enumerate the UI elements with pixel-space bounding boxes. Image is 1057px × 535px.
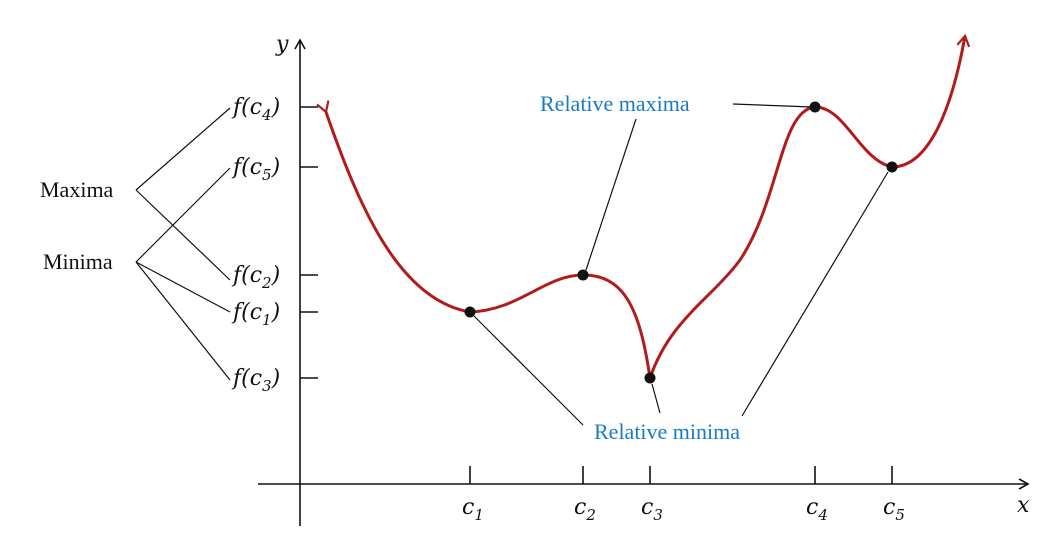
relative-minima-label: Relative minima — [594, 419, 740, 444]
y-tick-label-f-c2: f(c2) — [231, 263, 280, 292]
x-tick-label-c4: c4 — [806, 495, 828, 524]
minima-leader-f-c3 — [135, 261, 231, 381]
maxima-leader-f-c2 — [135, 189, 231, 281]
x-tick-label-c3: c3 — [641, 495, 663, 524]
function-curve — [316, 33, 971, 379]
relative-minima-leader-c5 — [741, 171, 889, 417]
relative-maxima-leader-c4 — [732, 103, 813, 108]
point-c4 — [809, 101, 821, 113]
point-c1 — [464, 306, 476, 318]
y-tick-label-f-c5: f(c5) — [231, 155, 280, 184]
point-c2 — [577, 269, 589, 281]
minima-leader-f-c1 — [135, 261, 231, 313]
point-c3 — [644, 372, 656, 384]
x-tick-label-c5: c5 — [883, 495, 905, 524]
maxima-group-label: Maxima — [40, 177, 114, 202]
maxima-leader-f-c4 — [135, 107, 231, 191]
x-axis-label: x — [1017, 493, 1030, 518]
y-tick-label-f-c3: f(c3) — [231, 366, 280, 395]
y-axis-label: y — [275, 32, 289, 57]
point-c5 — [886, 161, 898, 173]
y-tick-label-f-c1: f(c1) — [231, 300, 280, 329]
relative-minima-leader-c1 — [473, 315, 584, 426]
relative-maxima-label: Relative maxima — [540, 91, 690, 116]
minima-leader-f-c5 — [135, 167, 231, 263]
minima-group-label: Minima — [43, 249, 113, 274]
x-tick-label-c1: c1 — [462, 495, 484, 524]
x-tick-label-c2: c2 — [574, 495, 596, 524]
relative-maxima-leader-c2 — [585, 118, 637, 271]
y-tick-label-f-c4: f(c4) — [231, 95, 280, 124]
relative-minima-leader-c3 — [651, 383, 661, 414]
